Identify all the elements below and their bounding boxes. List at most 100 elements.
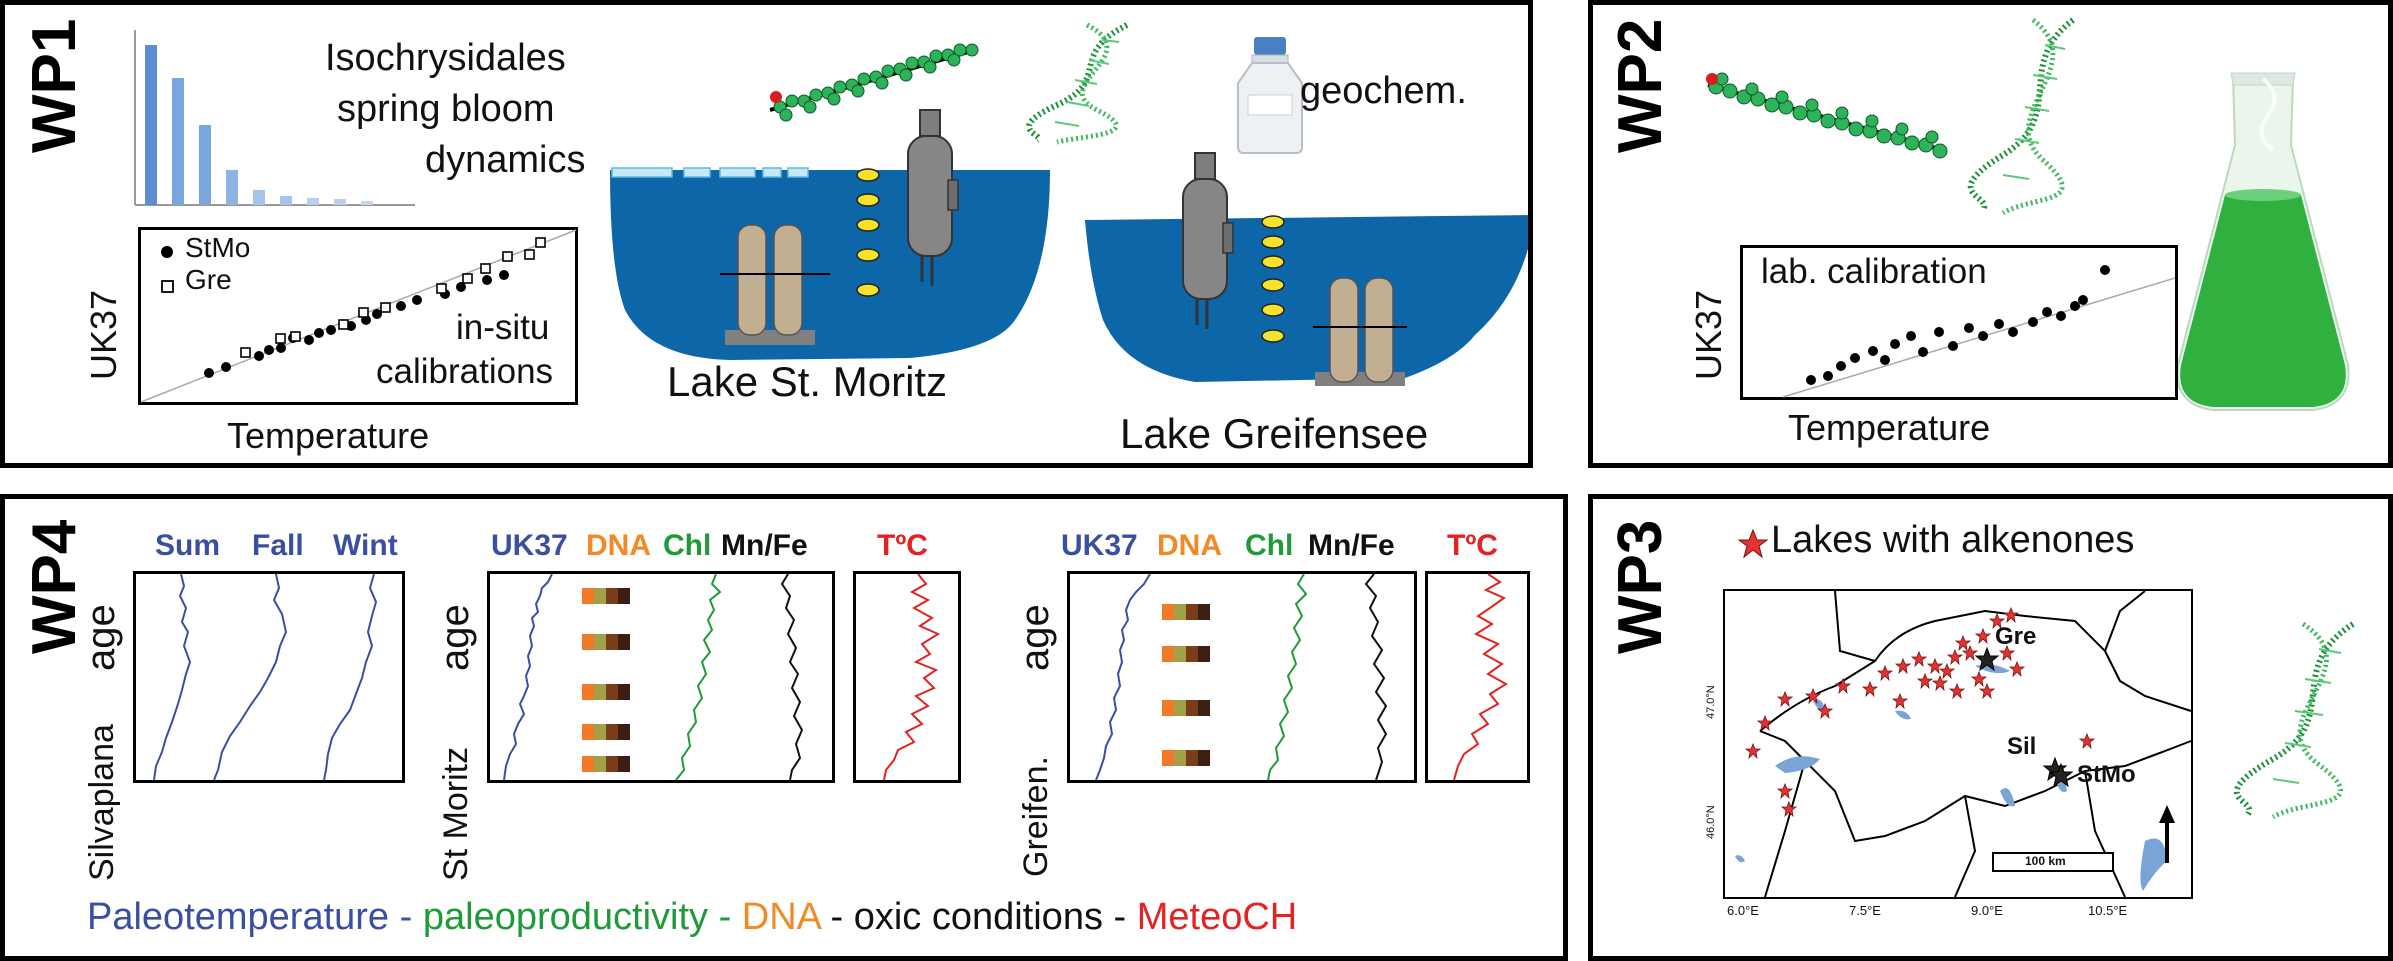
scale-label: 100 km <box>2025 854 2066 868</box>
gre-site-star <box>1974 646 2000 672</box>
wp3-label: WP3 <box>1606 519 1675 654</box>
stmoritz-plot <box>487 571 835 783</box>
lab-calibration-scatter <box>1782 265 2176 398</box>
dna-icon <box>1967 17 2075 216</box>
gre-header-dna: DNA <box>1157 529 1222 562</box>
lab-calibration-text: lab. calibration <box>1761 252 1987 291</box>
geochem-text: geochem. <box>1300 70 1467 112</box>
footer-dna: DNA <box>731 896 820 938</box>
ctd-probe-icon <box>1182 152 1234 329</box>
lon-tick-7-5: 7.5°E <box>1849 903 1881 918</box>
insitu-text-1: in-situ <box>456 308 550 347</box>
stmo-header-temp: TºC <box>877 529 928 562</box>
lon-tick-6: 6.0°E <box>1727 903 1759 918</box>
greifensee-plot <box>1067 571 1417 783</box>
wp1-panel: WP1 Isochrysidales spring bloom dynamics <box>0 0 1533 468</box>
gre-age-label: age <box>1013 604 1057 671</box>
bar <box>226 170 238 205</box>
dna-icon <box>2233 621 2355 820</box>
alkenone-molecule-icon <box>769 43 979 122</box>
lab-calibration-plot: lab. calibration <box>1740 245 2178 400</box>
lake-greifensee <box>1085 215 1528 386</box>
dna-barcodes <box>1162 604 1210 766</box>
lake-greifensee-label: Lake Greifensee <box>1120 410 1429 457</box>
wp1-label: WP1 <box>20 18 89 153</box>
stmo-age-label: age <box>433 604 477 671</box>
wp4-footer: Paleotemperature - paleoproductivity - D… <box>87 896 1297 939</box>
bar <box>280 196 292 205</box>
sil-age-label: age <box>79 604 123 671</box>
stmo-site-label: St Moritz <box>437 746 475 881</box>
wp1-xlabel: Temperature <box>227 415 430 456</box>
site-label-stmo: StMo <box>2077 761 2136 788</box>
gre-header-mnfe: Mn/Fe <box>1308 529 1395 562</box>
bar <box>199 125 211 205</box>
gre-header-temp: TºC <box>1447 529 1498 562</box>
stmo-header-dna: DNA <box>586 529 651 562</box>
lat-tick-46: 46.0°N <box>1705 805 1717 839</box>
site-label-sil: Sil <box>2007 733 2037 760</box>
calibration-scatter <box>140 229 577 403</box>
ctd-probe-icon <box>907 109 959 286</box>
bar <box>253 190 265 205</box>
dna-icon <box>1026 22 1129 145</box>
greifensee-temp-series <box>1453 573 1508 781</box>
wp2-xlabel: Temperature <box>1788 407 1991 448</box>
bloom-text-1: Isochrysidales <box>325 37 566 79</box>
sil-header-sum: Sum <box>155 529 221 562</box>
stmoritz-temp-series <box>883 573 941 781</box>
footer-oxic: - oxic conditions - <box>819 896 1127 938</box>
silvaplana-series <box>153 573 378 781</box>
alkenone-molecule-icon <box>1706 72 1948 159</box>
footer-paleoproductivity: paleoproductivity - <box>412 896 732 938</box>
wp3-legend: Lakes with alkenones <box>1771 519 2135 561</box>
lon-tick-9: 9.0°E <box>1971 903 2003 918</box>
swiss-map: Gre Sil StMo 100 km <box>1723 589 2193 899</box>
stmo-site-star <box>2048 762 2074 788</box>
stmo-header-chl: Chl <box>663 529 712 562</box>
star-icon <box>1737 528 1769 559</box>
insitu-text-2: calibrations <box>376 352 554 391</box>
bloom-bar-chart <box>134 30 415 206</box>
wp3-panel: WP3 Lakes with alkenones <box>1588 494 2393 961</box>
map-drawing <box>1735 590 2192 898</box>
greifensee-temp-plot <box>1425 571 1530 783</box>
stmoritz-temp-plot <box>853 571 961 783</box>
wp1-ylabel: UK37 <box>83 289 124 380</box>
bar <box>361 201 373 205</box>
silvaplana-plot <box>133 571 405 783</box>
bloom-text-2: spring bloom <box>337 88 555 130</box>
dna-barcodes <box>582 588 630 772</box>
wp2-ylabel: UK37 <box>1688 289 1729 380</box>
footer-meteoch: MeteoCH <box>1126 896 1298 938</box>
gre-site-label: Greifen. <box>1017 756 1055 877</box>
bloom-text-3: dynamics <box>425 139 586 181</box>
wp4-panel: WP4 Sum Fall Wint age Silvaplana UK37 DN… <box>0 494 1568 961</box>
wp2-label: WP2 <box>1606 18 1675 153</box>
gre-header-chl: Chl <box>1245 529 1294 562</box>
lake-st-moritz <box>610 167 1050 360</box>
site-label-gre: Gre <box>1995 623 2037 650</box>
greifensee-series <box>1095 573 1388 781</box>
sil-header-wint: Wint <box>333 529 398 562</box>
wp2-panel: WP2 <box>1588 0 2393 468</box>
stmo-header-uk37: UK37 <box>491 529 568 562</box>
culture-flask-icon <box>2176 72 2350 411</box>
bar <box>334 199 346 205</box>
footer-paleotemperature: Paleotemperature - <box>87 896 413 938</box>
lake-stars <box>1744 606 2096 818</box>
sil-site-label: Silvaplana <box>83 724 121 881</box>
stmo-header-mnfe: Mn/Fe <box>721 529 808 562</box>
bottle-icon <box>1237 37 1303 154</box>
sil-header-fall: Fall <box>252 529 304 562</box>
lat-tick-47: 47.0°N <box>1705 685 1717 719</box>
legend-gre: Gre <box>185 264 232 295</box>
bar <box>172 78 184 205</box>
lon-tick-10-5: 10.5°E <box>2088 903 2128 918</box>
insitu-calibration-plot: StMo Gre in-situ calibrations <box>138 227 578 405</box>
bar <box>145 45 157 205</box>
gre-header-uk37: UK37 <box>1061 529 1138 562</box>
legend-stmo: StMo <box>185 232 251 263</box>
bar <box>307 198 319 205</box>
lake-st-moritz-label: Lake St. Moritz <box>667 358 948 405</box>
